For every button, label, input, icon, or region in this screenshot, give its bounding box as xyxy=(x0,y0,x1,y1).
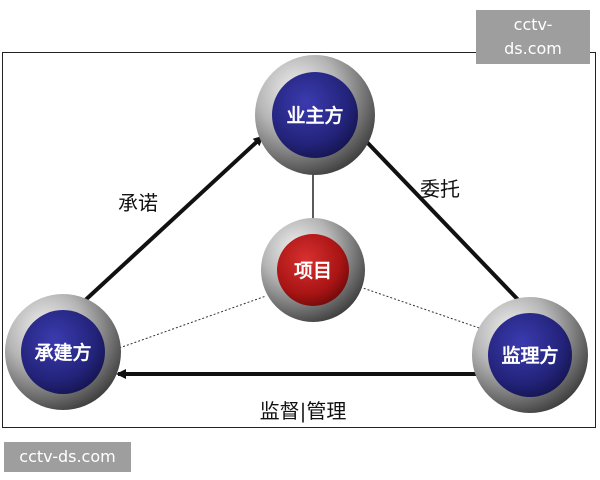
promise-arrow xyxy=(78,135,264,307)
supervisor-project-dotted-line xyxy=(359,286,486,331)
promise-label: 承诺 xyxy=(118,191,158,215)
watermark-top: cctv-ds.com xyxy=(476,10,590,64)
node-contractor: 承建方 xyxy=(5,294,121,410)
entrust-arrow xyxy=(360,135,527,309)
node-owner: 业主方 xyxy=(255,55,375,175)
supervise-manage-label: 监督|管理 xyxy=(260,399,347,424)
node-contractor-label: 承建方 xyxy=(34,341,91,364)
watermark-bottom: cctv-ds.com xyxy=(4,442,131,472)
node-supervisor: 监理方 xyxy=(472,297,588,413)
node-supervisor-label: 监理方 xyxy=(501,344,558,367)
node-owner-label: 业主方 xyxy=(286,104,343,127)
contractor-project-dotted-line xyxy=(107,295,267,353)
entrust-label: 委托 xyxy=(420,177,460,201)
node-project-label: 项目 xyxy=(294,260,332,282)
node-project: 项目 xyxy=(261,218,365,322)
